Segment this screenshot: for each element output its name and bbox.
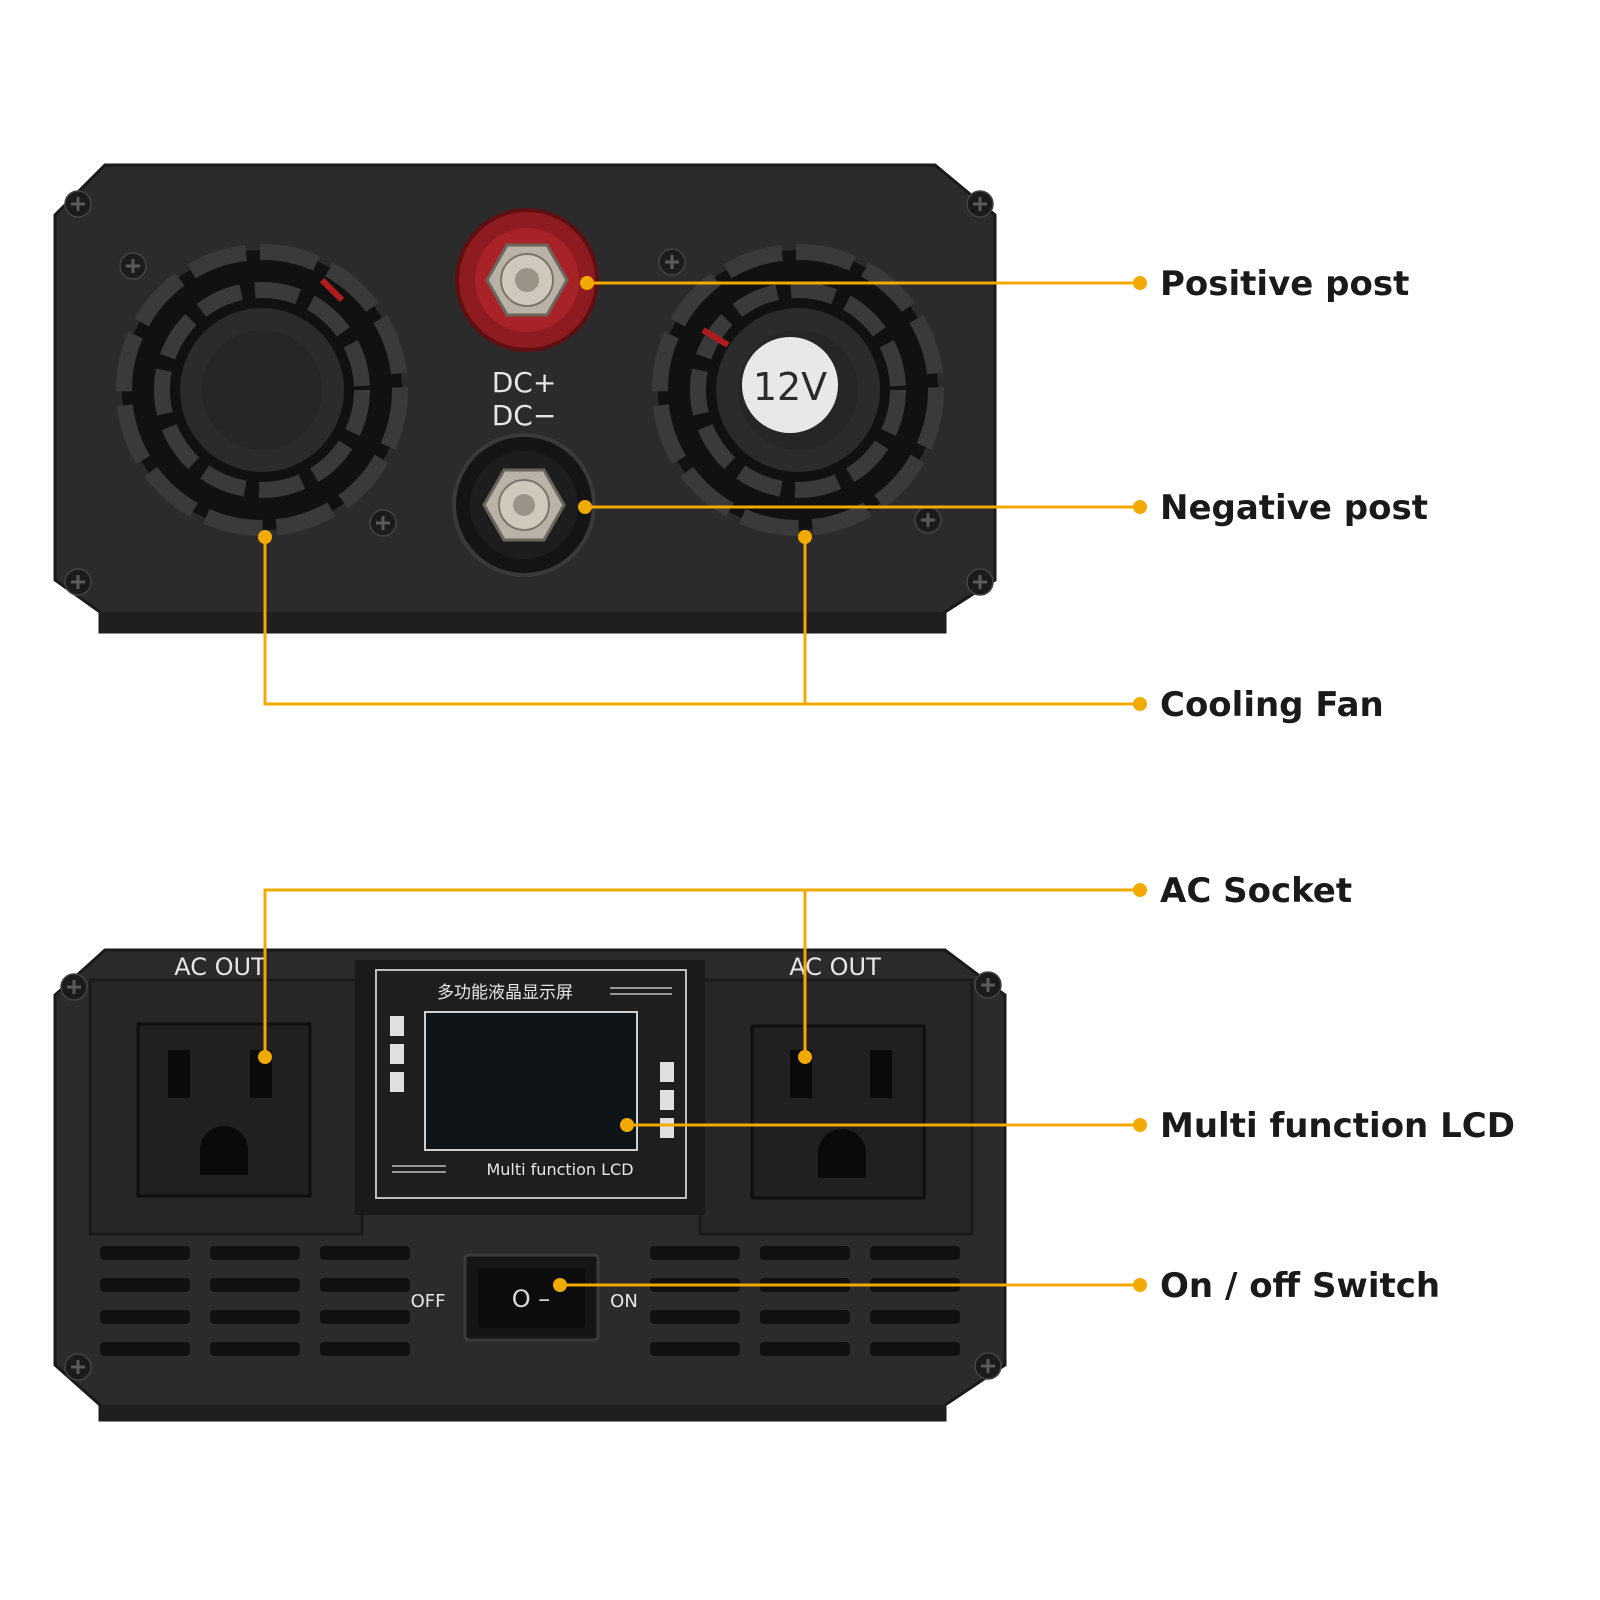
- screw-icon: [965, 567, 995, 597]
- ac-socket-right: [698, 978, 974, 1236]
- voltage-badge-label: 12V: [753, 365, 827, 409]
- switch-off-label: OFF: [411, 1291, 446, 1312]
- callout-cooling-fan: Cooling Fan: [1160, 685, 1384, 725]
- screw-icon: [63, 1352, 93, 1382]
- dc-negative-label: DC−: [492, 399, 557, 432]
- power-switch[interactable]: O –: [463, 1253, 600, 1342]
- screw-icon: [973, 1351, 1003, 1381]
- screw-icon: [59, 972, 89, 1002]
- screw-icon: [973, 970, 1003, 1000]
- screw-icon: [965, 189, 995, 219]
- dc-positive-label: DC+: [492, 366, 557, 399]
- positive-post: [455, 208, 599, 352]
- voltage-badge: [742, 337, 838, 433]
- screw-icon: [63, 567, 93, 597]
- callout-ac-socket: AC Socket: [1160, 871, 1352, 911]
- screw-icon: [63, 189, 93, 219]
- cooling-fan-right: 12V: [658, 250, 938, 530]
- screw-icon: [368, 508, 398, 538]
- ac-socket-left: [88, 978, 364, 1236]
- screw-icon: [118, 251, 148, 281]
- leader-dots: [258, 276, 1147, 1292]
- top-inverter-panel: 12V DC+ DC−: [53, 163, 997, 634]
- cooling-fan-left: [122, 250, 402, 530]
- switch-glyphs: O –: [512, 1285, 551, 1313]
- leader-ac-socket-left: [263, 888, 1140, 1057]
- lcd-screen: [424, 1011, 638, 1151]
- callout-negative-post: Negative post: [1160, 488, 1428, 528]
- lcd-module: 多功能液晶显示屏 Multi function LCD: [355, 960, 705, 1215]
- screw-icon: [913, 505, 943, 535]
- lcd-title-cn: 多功能液晶显示屏: [437, 983, 573, 1003]
- negative-post: [452, 433, 596, 577]
- callout-on-off-switch: On / off Switch: [1160, 1266, 1440, 1306]
- ac-out-left-label: AC OUT: [174, 953, 266, 981]
- ac-out-right-label: AC OUT: [789, 953, 881, 981]
- callout-multi-function-lcd: Multi function LCD: [1160, 1106, 1515, 1146]
- leader-cooling-fan-left: [263, 537, 1140, 706]
- callout-positive-post: Positive post: [1160, 264, 1409, 304]
- screw-icon: [657, 247, 687, 277]
- lcd-caption: Multi function LCD: [486, 1160, 633, 1179]
- bottom-inverter-panel: AC OUT AC OUT 多功能液晶显示屏: [53, 948, 1007, 1422]
- switch-on-label: ON: [610, 1291, 638, 1312]
- leader-lines: [263, 281, 1140, 1287]
